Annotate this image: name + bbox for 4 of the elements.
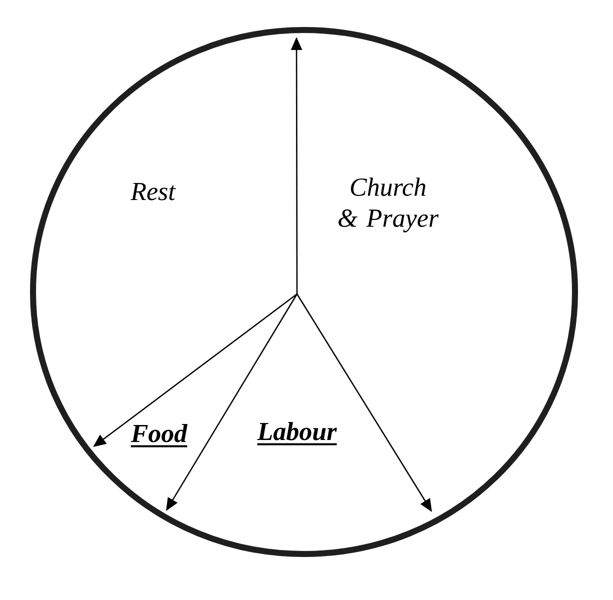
- sector-label: Food: [130, 424, 188, 448]
- sector-label: Rest: [130, 182, 176, 200]
- sector-label: Labour: [257, 422, 337, 446]
- sector-label: Church & Prayer: [338, 178, 439, 232]
